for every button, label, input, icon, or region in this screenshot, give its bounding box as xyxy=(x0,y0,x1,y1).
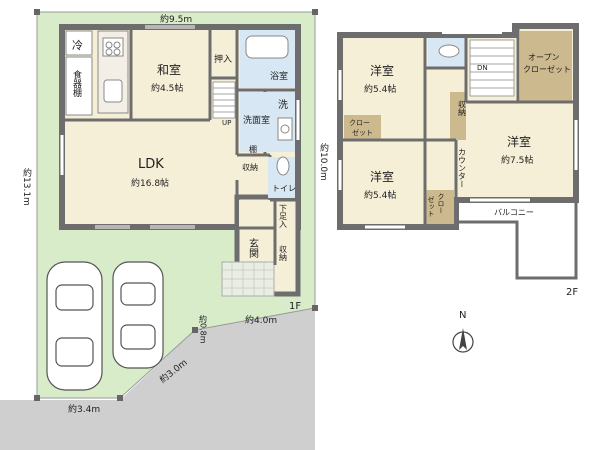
label-genkan: 玄関 xyxy=(247,237,259,259)
label-yoshitsu-a: 洋室 xyxy=(370,63,394,78)
car-right xyxy=(112,261,164,369)
car-left xyxy=(46,261,103,391)
stairs-1f xyxy=(212,81,236,119)
windows-2f xyxy=(338,70,578,229)
label-dn: DN xyxy=(477,64,488,72)
label-counter: カウンター xyxy=(458,148,467,188)
label-rei: 冷 xyxy=(72,39,83,52)
label-yokushitsu: 浴室 xyxy=(270,70,288,82)
toilet-fixture xyxy=(276,156,290,176)
dim-right: 約10.0m xyxy=(318,142,329,181)
label-yoshitsu-c-size: 約7.5帖 xyxy=(501,154,533,166)
shuno-2f xyxy=(450,92,466,140)
label-open-closet: オープン xyxy=(528,53,560,62)
label-sen: 洗 xyxy=(278,99,288,111)
label-ldk: LDK xyxy=(138,157,164,172)
label-balcony: バルコニー xyxy=(494,208,534,217)
walls-2f xyxy=(340,26,576,227)
label-washitsu: 和室 xyxy=(157,62,181,77)
label-tana: 棚 xyxy=(249,144,257,154)
closet-b xyxy=(424,190,454,224)
label-yoshitsu-c: 洋室 xyxy=(507,134,531,149)
label-up: UP xyxy=(222,119,231,127)
fridge xyxy=(65,30,93,56)
label-ldk-size: 約16.8帖 xyxy=(131,177,169,189)
stairs-2f xyxy=(469,39,515,97)
compass-icon xyxy=(452,328,474,353)
washbasin xyxy=(277,117,293,141)
open-closet xyxy=(520,31,572,102)
bathtub xyxy=(245,35,289,59)
label-closet-b: クロー xyxy=(437,193,445,214)
label-shuno1: 収納 xyxy=(242,162,258,172)
dim-right-lower: 約4.0m xyxy=(245,314,277,326)
label-closet-b2: ゼット xyxy=(427,195,435,217)
label-oshiire: 押入 xyxy=(214,53,232,65)
label-closet-a2: ゼット xyxy=(352,128,373,137)
label-shokkidana: 食器棚 xyxy=(71,69,82,98)
dim-left: 約13.1m xyxy=(21,167,32,206)
label-1f: 1F xyxy=(289,301,301,312)
label-shuno-2f: 収納 xyxy=(458,99,467,117)
label-senmenshitsu: 洗面室 xyxy=(243,114,270,126)
label-shuno2: 収納 xyxy=(279,244,288,262)
label-ge-soku: 下足入 xyxy=(279,204,288,228)
dim-bottom: 約3.4m xyxy=(68,403,100,415)
label-toilet: トイレ xyxy=(272,184,296,193)
dim-small: 約0.8m xyxy=(199,314,208,344)
lot-corner-markers xyxy=(34,9,318,401)
closet-a xyxy=(344,115,381,139)
label-2f: 2F xyxy=(566,287,578,298)
label-yoshitsu-a-size: 約5.4帖 xyxy=(364,83,396,95)
label-open-closet2: クローゼット xyxy=(523,64,571,74)
label-yoshitsu-b-size: 約5.4帖 xyxy=(364,189,396,201)
compass-north: N xyxy=(459,310,466,321)
label-washitsu-size: 約4.5帖 xyxy=(151,82,183,94)
road xyxy=(0,308,315,450)
label-closet-a: クロー xyxy=(349,119,370,127)
label-yoshitsu-b: 洋室 xyxy=(370,169,394,184)
cupboard xyxy=(65,56,93,116)
dim-top: 約9.5m xyxy=(160,13,192,25)
